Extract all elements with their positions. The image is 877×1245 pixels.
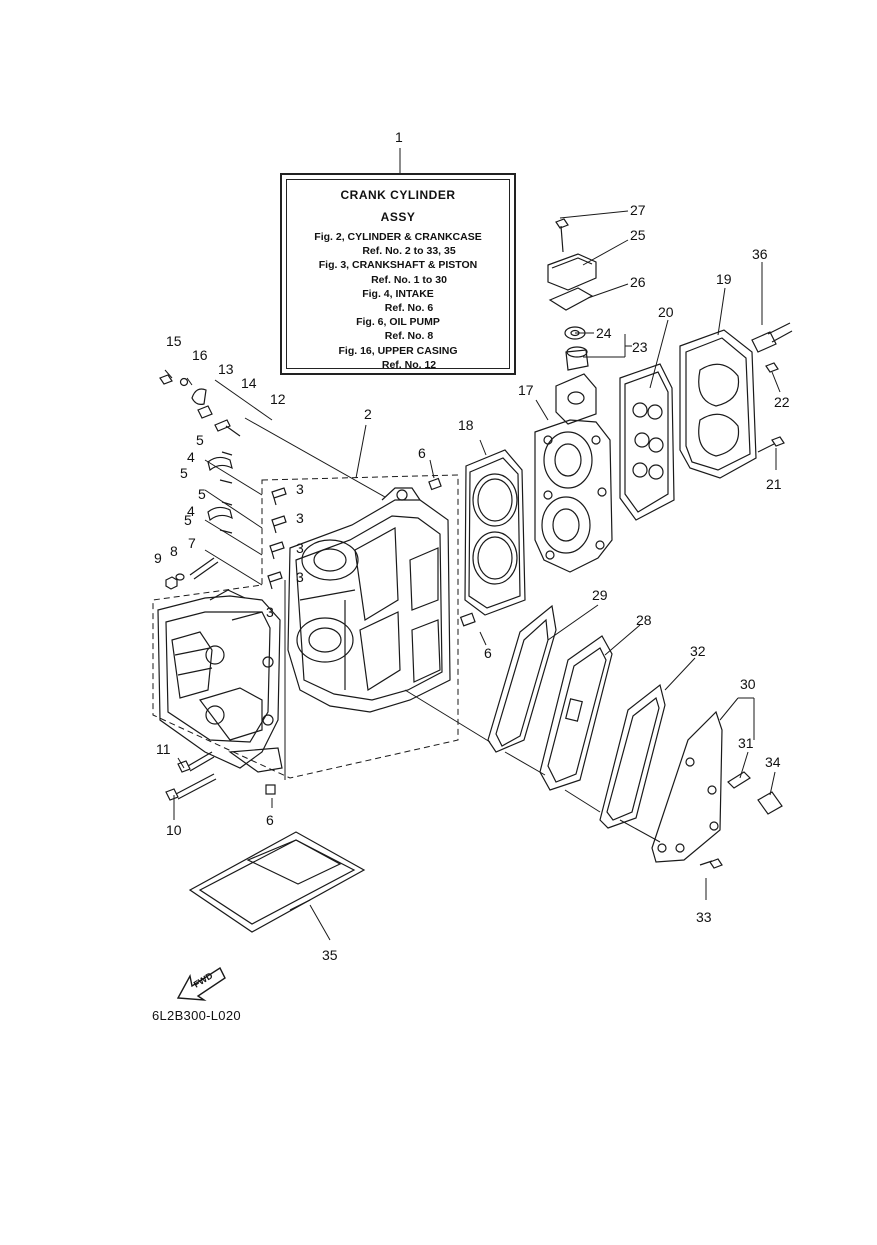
callout-28: 28 — [636, 612, 652, 628]
callout-13: 13 — [218, 361, 234, 377]
callout-3: 3 — [266, 604, 274, 620]
callout-11: 11 — [156, 741, 171, 757]
small-parts-12-16 — [159, 374, 241, 437]
callout-3: 3 — [296, 510, 304, 526]
callout-8: 8 — [170, 543, 178, 559]
callout-4: 4 — [187, 449, 195, 465]
callout-7: 7 — [188, 535, 196, 551]
callout-22: 22 — [774, 394, 790, 410]
callout-12: 12 — [270, 391, 286, 407]
reference-fig: Fig. 4, INTAKE — [362, 287, 434, 300]
callout-3: 3 — [296, 540, 304, 556]
reference-ref: Ref. No. 6 — [384, 302, 434, 315]
stud-bolts — [267, 487, 287, 590]
bottom-gasket — [188, 831, 366, 933]
thermostat-parts — [547, 218, 597, 371]
anode-grommet-bolt — [699, 771, 783, 869]
cylinder-block — [287, 487, 451, 713]
leader-lines — [164, 148, 781, 941]
callout-14: 14 — [241, 375, 257, 391]
callout-34: 34 — [765, 754, 781, 770]
cylinder-head — [534, 373, 613, 573]
callout-5: 5 — [184, 512, 192, 528]
callout-19: 19 — [716, 271, 732, 287]
callout-5: 5 — [196, 432, 204, 448]
callout-20: 20 — [658, 304, 674, 320]
callout-5: 5 — [198, 486, 206, 502]
callout-24: 24 — [596, 325, 612, 341]
callout-21: 21 — [766, 476, 782, 492]
callout-16: 16 — [192, 347, 208, 363]
reference-ref: Ref. No. 8 — [384, 330, 434, 343]
reference-ref: Ref. No. 2 to 33, 35 — [362, 245, 456, 258]
callout-26: 26 — [630, 274, 646, 290]
exhaust-cover-gasket — [599, 683, 666, 829]
assembly-title: CRANK CYLINDER — [340, 188, 456, 202]
fwd-arrow-icon — [176, 966, 226, 1001]
callout-23: 23 — [632, 339, 648, 355]
callout-numbers: 1 2 3 3 3 3 3 4 4 5 5 5 5 6 6 6 7 8 9 10… — [154, 129, 790, 963]
crankcase-assembly-dashed-outline — [152, 474, 459, 779]
callout-18: 18 — [458, 417, 474, 433]
inner-exhaust-cover — [539, 635, 613, 791]
reference-list: Fig. 2, CYLINDER & CRANKCASE Ref. No. 2 … — [287, 230, 509, 372]
callout-9: 9 — [154, 550, 162, 566]
callout-35: 35 — [322, 947, 338, 963]
outer-exhaust-cover — [651, 710, 723, 863]
reference-fig: Fig. 16, UPPER CASING — [338, 344, 458, 357]
callout-6: 6 — [266, 812, 274, 828]
reference-fig: Fig. 2, CYLINDER & CRANKCASE — [314, 231, 482, 243]
head-cover — [679, 329, 757, 479]
callout-15: 15 — [166, 333, 182, 349]
reference-fig: Fig. 6, OIL PUMP — [356, 316, 440, 329]
callout-3: 3 — [296, 569, 304, 585]
callout-10: 10 — [166, 822, 182, 838]
callout-2: 2 — [364, 406, 372, 422]
callout-5: 5 — [180, 465, 188, 481]
callout-17: 17 — [518, 382, 534, 398]
assembly-subtitle: ASSY — [380, 210, 416, 224]
callout-1: 1 — [395, 129, 403, 145]
exhaust-gasket — [487, 604, 557, 753]
callout-31: 31 — [738, 735, 754, 751]
assembly-reference-box: CRANK CYLINDER ASSY Fig. 2, CYLINDER & C… — [280, 173, 516, 375]
reference-ref: Ref. No. 1 to 30 — [371, 273, 447, 286]
callout-6: 6 — [484, 645, 492, 661]
callout-25: 25 — [630, 227, 646, 243]
callout-32: 32 — [690, 643, 706, 659]
crankcase-bolts — [165, 751, 217, 801]
water-fitting-and-bolts — [751, 322, 793, 453]
stud-7-nut-washer — [165, 557, 219, 590]
dowel-pins — [265, 477, 476, 795]
crankcase-half — [157, 589, 283, 773]
bearing-shells — [207, 451, 233, 534]
callout-27: 27 — [630, 202, 646, 218]
head-cover-gasket — [619, 363, 675, 521]
callout-4: 4 — [187, 503, 195, 519]
reference-fig: Fig. 3, CRANKSHAFT & PISTON — [318, 259, 478, 272]
diagram-code: 6L2B300-L020 — [152, 1008, 241, 1023]
callout-30: 30 — [740, 676, 756, 692]
cylinder-head-gasket — [464, 449, 526, 616]
callout-36: 36 — [752, 246, 768, 262]
callout-33: 33 — [696, 909, 712, 925]
reference-ref: Ref. No. 12 — [381, 358, 437, 371]
callout-3: 3 — [296, 481, 304, 497]
callout-6: 6 — [418, 445, 426, 461]
callout-29: 29 — [592, 587, 608, 603]
reference-box-inner-frame: CRANK CYLINDER ASSY Fig. 2, CYLINDER & C… — [286, 179, 510, 372]
